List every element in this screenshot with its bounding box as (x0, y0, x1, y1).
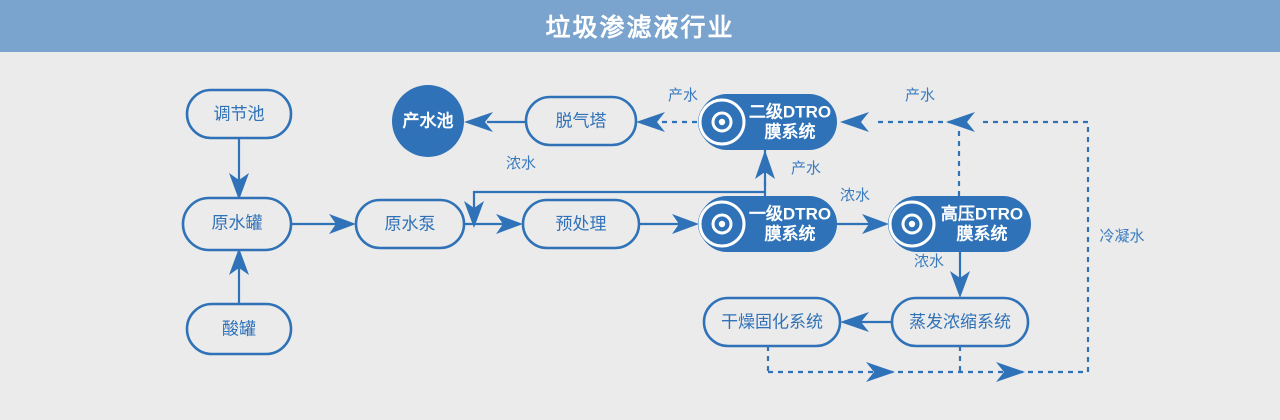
page-title: 垃圾渗滤液行业 (545, 14, 735, 42)
node-suanguan-label: 酸罐 (222, 319, 256, 338)
node-yuanshuibeng-label: 原水泵 (385, 214, 436, 233)
edge-lengningshui-return-loop (766, 112, 1090, 382)
edge-yuchuli-to-dtro1 (639, 214, 699, 234)
edge-label-chanshui-dtro2: 产水 (668, 87, 698, 104)
node-dtro1[interactable]: 一级DTRO 膜系统 (698, 196, 837, 252)
edge-tuoqita-to-chanshuichi (464, 112, 526, 132)
edge-label-chanshui-top-right: 产水 (905, 87, 935, 104)
node-yuanshuiguan-label: 原水罐 (212, 213, 263, 232)
node-dtro1-label-line1: 一级DTRO (749, 203, 831, 223)
edge-label-nongshui-hp: 浓水 (914, 253, 944, 270)
edge-suanguan-to-yuanshuiguan (229, 248, 249, 304)
node-yuchuli[interactable]: 预处理 (521, 198, 641, 250)
node-tiaojiechi[interactable]: 调节池 (185, 88, 293, 140)
node-dtro2[interactable]: 二级DTRO 膜系统 (698, 94, 837, 150)
dtro2-disc-icon (698, 98, 746, 146)
node-yuanshuiguan[interactable]: 原水罐 (181, 196, 293, 252)
node-dtro2-label-line1: 二级DTRO (749, 101, 831, 121)
node-ganzao-label: 干燥固化系统 (721, 312, 823, 331)
node-chanshuichi-label: 产水池 (403, 110, 454, 130)
node-ganzao[interactable]: 干燥固化系统 (702, 296, 842, 348)
process-flow-diagram: 调节池 原水罐 酸罐 原水泵 预处理 产水池 脱气塔 (181, 85, 1145, 382)
edge-label-chanshui-dtro1: 产水 (791, 160, 821, 177)
edge-dtro-hp-to-dtro2-chanshui (840, 112, 961, 196)
edge-dtro1-to-dtro2-chanshui (755, 150, 775, 196)
node-suanguan[interactable]: 酸罐 (185, 302, 293, 356)
edge-zhengfa-to-ganzao (840, 312, 892, 332)
edge-dtro1-to-dtro-hp (837, 214, 889, 234)
node-dtro1-label-line2: 膜系统 (765, 223, 816, 243)
node-chanshuichi[interactable]: 产水池 (392, 85, 464, 157)
page-header: 垃圾渗滤液行业 (0, 0, 1280, 52)
node-dtro2-label-line2: 膜系统 (765, 121, 816, 141)
edge-label-lengningshui: 冷凝水 (1099, 228, 1144, 245)
edge-dtro-hp-to-zhengfa (950, 252, 970, 298)
edge-label-nongshui-left: 浓水 (506, 155, 536, 172)
node-tuoqita[interactable]: 脱气塔 (524, 95, 638, 147)
edge-yuanshuiguan-to-yuanshuibeng (291, 214, 356, 234)
node-zhengfa-label: 蒸发浓缩系统 (909, 312, 1011, 331)
node-dtro-hp-label-line1: 高压DTRO (941, 203, 1023, 223)
node-tiaojiechi-label: 调节池 (214, 104, 265, 123)
node-dtro-hp[interactable]: 高压DTRO 膜系统 (888, 196, 1031, 252)
edge-label-nongshui-mid: 浓水 (840, 187, 870, 204)
edge-yuanshuibeng-to-yuchuli (464, 214, 523, 234)
node-yuanshuibeng[interactable]: 原水泵 (354, 198, 466, 250)
node-tuoqita-label: 脱气塔 (556, 111, 607, 130)
node-dtro-hp-label-line2: 膜系统 (957, 223, 1008, 243)
edge-tiaojiechi-to-yuanshuiguan (229, 138, 249, 200)
dtro-hp-disc-icon (888, 200, 936, 248)
dtro1-disc-icon (698, 200, 746, 248)
node-zhengfa[interactable]: 蒸发浓缩系统 (890, 296, 1030, 348)
edge-dtro2-to-tuoqita-chanshui (636, 112, 697, 132)
node-yuchuli-label: 预处理 (556, 214, 607, 233)
